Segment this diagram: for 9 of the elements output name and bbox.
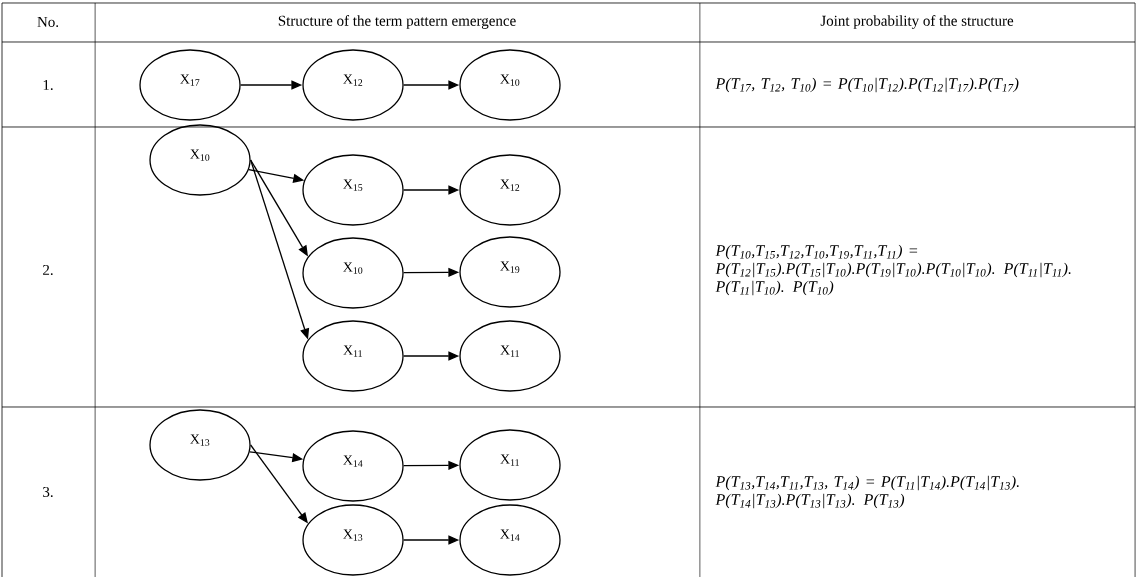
table-cell-text: 1. <box>43 79 53 91</box>
table-cell-text: Joint probability of the structure <box>820 15 1014 29</box>
formula-text: P(T$_{13}$,T$_{14}$,T$_{11}$,T$_{13}$, T$_{14}$) = P(T$_{11}$|T$_{14}$).P(T$_{14}$|T$_{13}$). P(T$_{14}$|T$_{13}$).P(T$_{13}$|T$_{13}$). P(T$_{13}$) <box>715 475 1019 509</box>
table-cell-text: 3. <box>43 486 53 498</box>
table-cell-text: No. <box>37 17 59 27</box>
formula-text: P(T$_{17}$, T$_{12}$, T$_{10}$) = P(T$_{10}$|T$_{12}$).P(T$_{12}$|T$_{17}$).P(T$_{17}$) <box>715 77 1019 93</box>
table-cell-text: 2. <box>43 264 53 276</box>
table-cell-text: Structure of the term pattern emergence <box>278 15 516 29</box>
formula-text: P(T$_{10}$,T$_{15}$,T$_{12}$,T$_{10}$,T$_{19}$,T$_{11}$,T$_{11}$) = P(T$_{12}$|T$_{15}$).P(T$_{15}$|T$_{10}$).P(T$_{19}$|T$_{10}$).P(T$_{10}$|T$_{10}$). P(T$_{11}$|T$_{11}$). P(T$_{11}$|T$_{10}$). P(T$_{10}$) <box>715 244 1071 296</box>
